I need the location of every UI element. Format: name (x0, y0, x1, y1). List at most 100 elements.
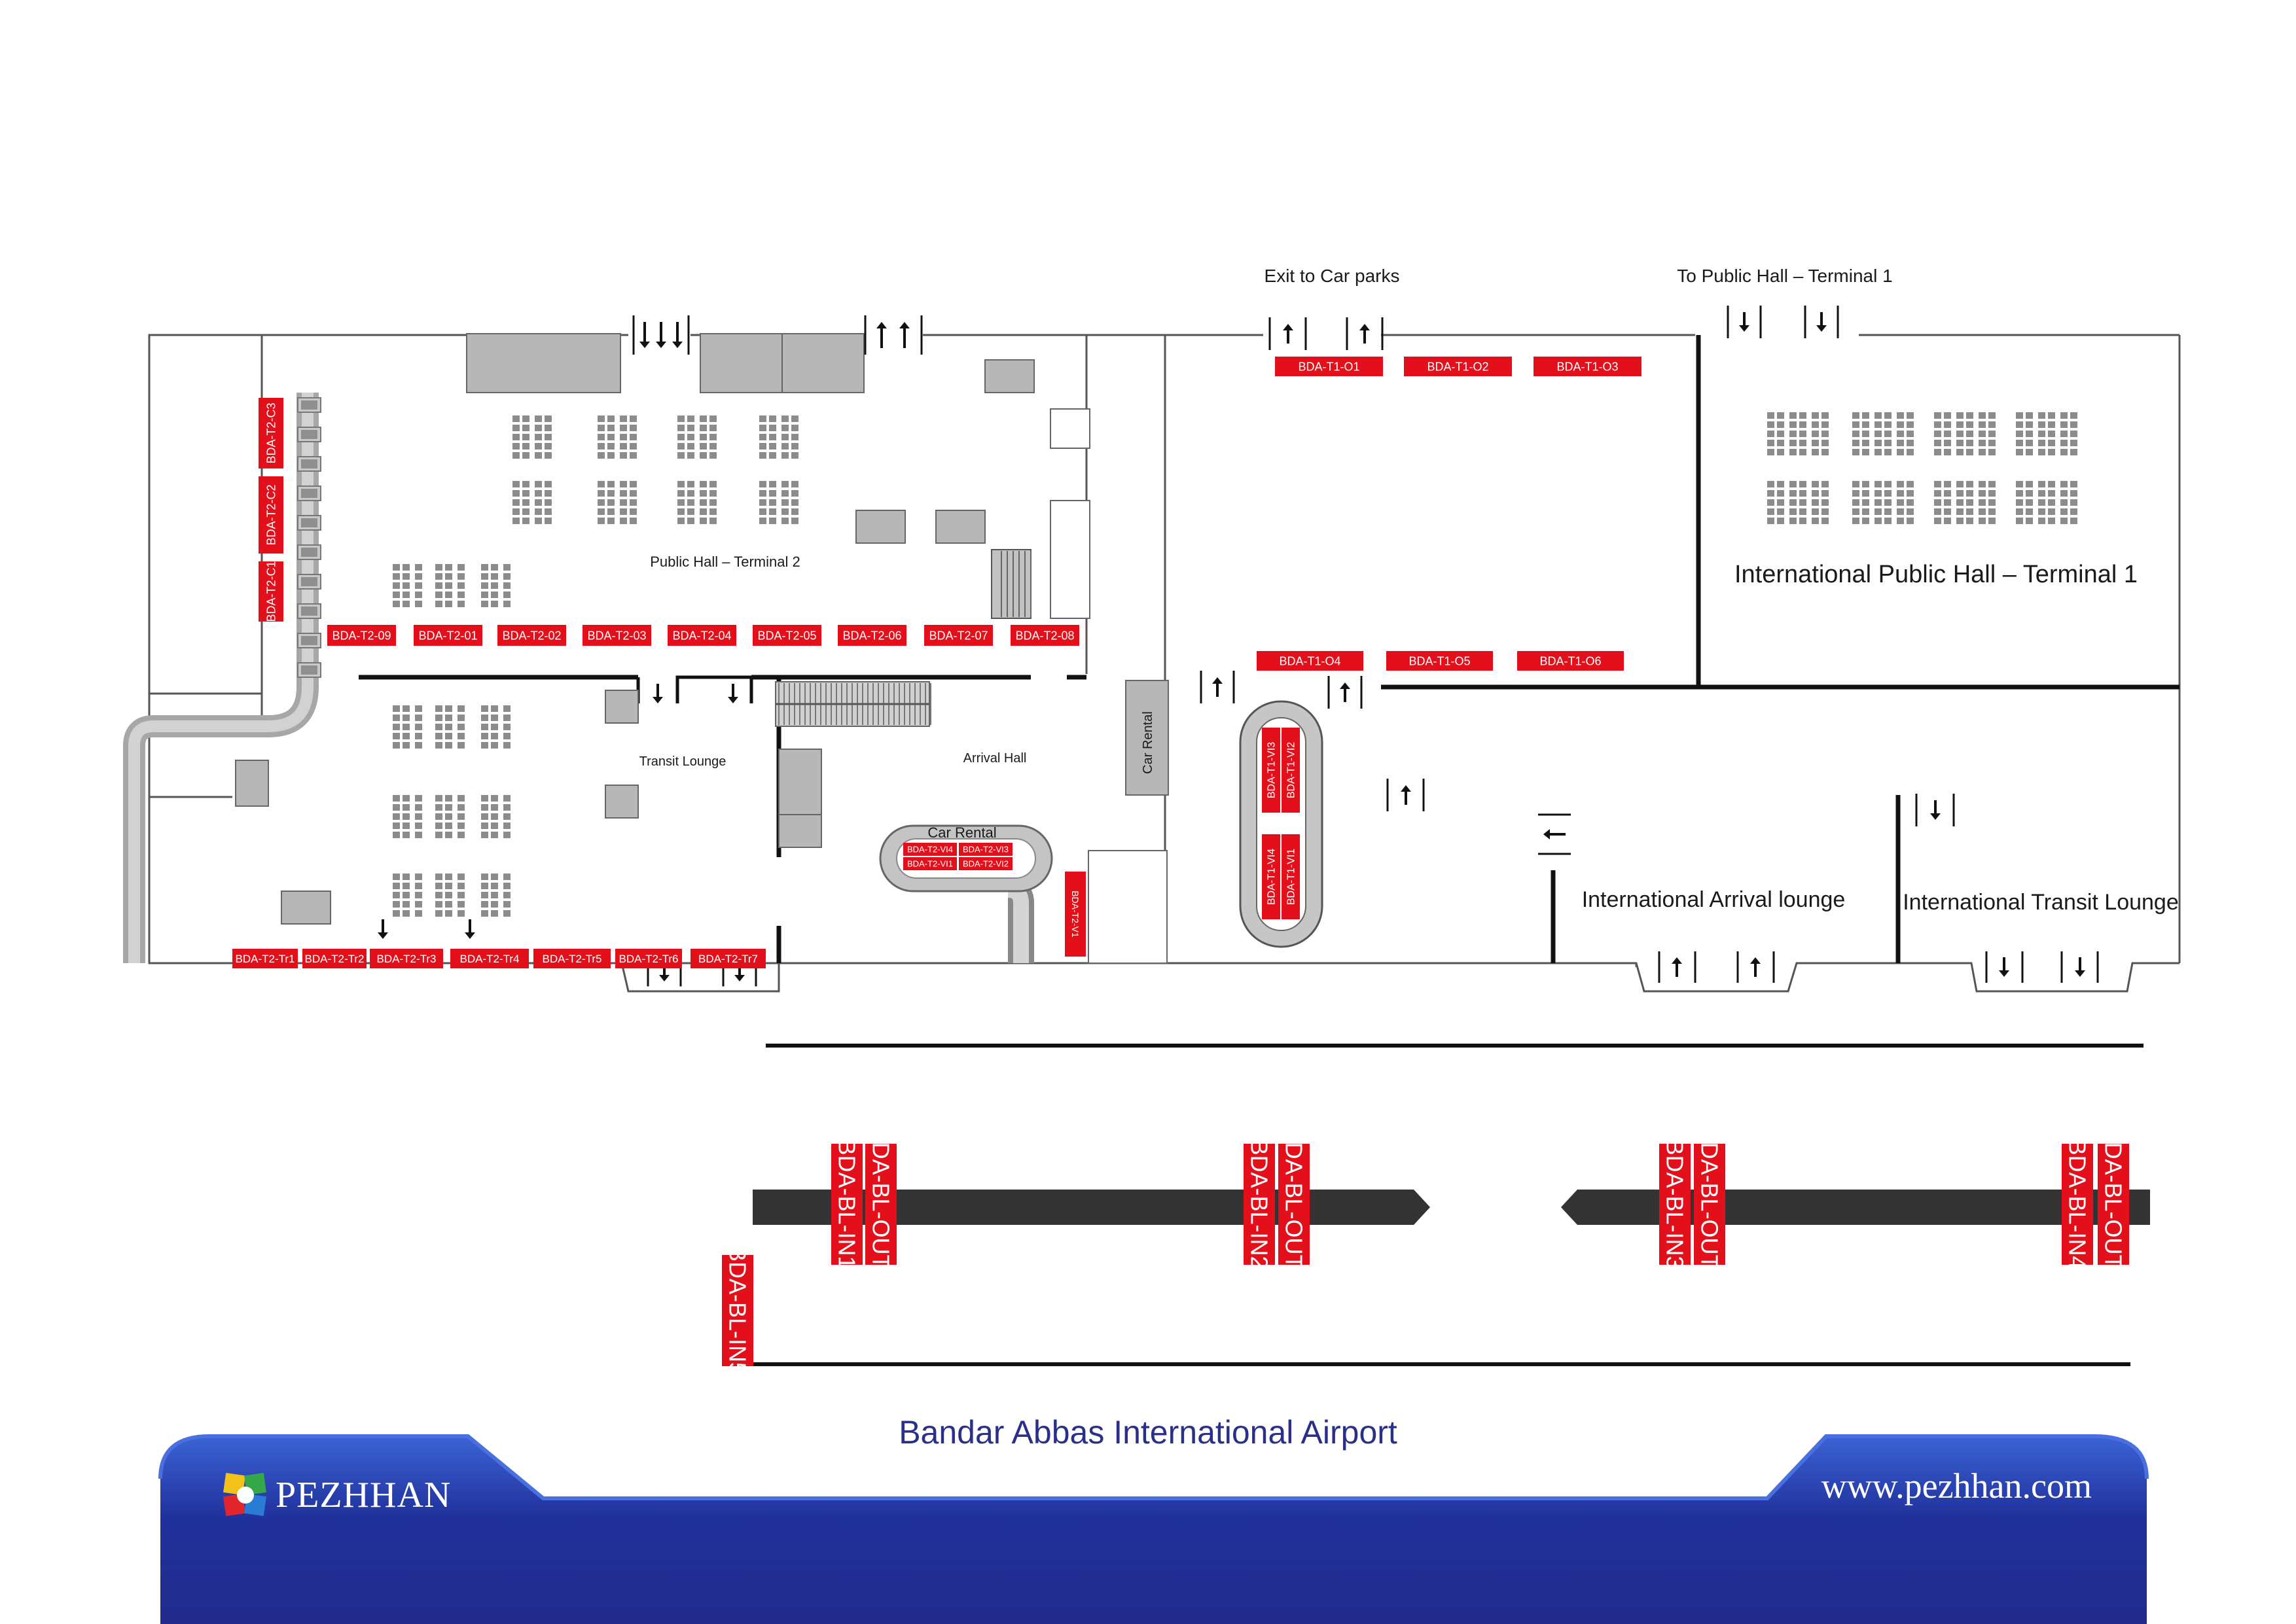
sign-bda-t2-vi2: BDA-T2-VI2 (959, 857, 1013, 870)
area-labels: Exit to Car parks To Public Hall – Termi… (639, 266, 2179, 915)
sign-bda-t2-tr2: BDA-T2-Tr2 (302, 949, 367, 968)
label-intl-public-hall-t1: International Public Hall – Terminal 1 (1734, 561, 2138, 588)
svg-text:BDA-T1-VI1: BDA-T1-VI1 (1286, 849, 1297, 905)
arrow-down-icon (639, 322, 650, 348)
arrow-up-icon (1672, 957, 1682, 977)
sign-bda-bl-out1: BDA-BL-OUT1 (2098, 1126, 2129, 1282)
seat-block (393, 705, 422, 749)
sign-bda-t2-09: BDA-T2-09 (327, 625, 396, 646)
arrow-up-icon (1283, 324, 1293, 344)
arrow-down-icon (728, 684, 738, 703)
roads (753, 1044, 2150, 1366)
sign-bda-t1-vi1: BDA-T1-VI1 (1282, 834, 1300, 919)
svg-text:BDA-T2-03: BDA-T2-03 (587, 629, 646, 642)
seat-block (677, 415, 717, 459)
seat-block (393, 874, 422, 917)
sign-bda-t2-06: BDA-T2-06 (838, 625, 906, 646)
ramp-steps (297, 397, 321, 678)
svg-text:BDA-BL-OUT1: BDA-BL-OUT1 (2100, 1126, 2126, 1282)
seat-block (759, 415, 798, 459)
svg-text:BDA-T2-V1: BDA-T2-V1 (1070, 891, 1081, 938)
sign-bda-t2-c1: BDA-T2-C1 (259, 561, 283, 622)
svg-text:BDA-T1-O1: BDA-T1-O1 (1298, 360, 1359, 373)
sign-bda-t2-vi1: BDA-T2-VI1 (903, 857, 957, 870)
svg-text:BDA-T1-VI2: BDA-T1-VI2 (1286, 742, 1297, 798)
svg-text:BDA-T2-VI4: BDA-T2-VI4 (907, 845, 953, 855)
svg-text:BDA-T2-VI3: BDA-T2-VI3 (963, 845, 1009, 855)
sign-bda-bl-in5: BDA-BL-IN5 (722, 1246, 753, 1375)
footer-brand[interactable]: PEZHHAN (219, 1466, 451, 1525)
label-exit-car-parks: Exit to Car parks (1265, 266, 1400, 286)
svg-text:BDA-T1-O3: BDA-T1-O3 (1556, 360, 1618, 373)
sign-bda-t1-o3: BDA-T1-O3 (1534, 357, 1641, 376)
footer-url[interactable]: www.pezhhan.com (1821, 1466, 2092, 1506)
seat-block (435, 795, 465, 838)
sign-bda-t1-o6: BDA-T1-O6 (1517, 651, 1624, 671)
seat-block (481, 564, 511, 607)
svg-text:BDA-BL-IN3: BDA-BL-IN3 (1661, 1139, 1688, 1269)
svg-text:BDA-BL-IN4: BDA-BL-IN4 (2064, 1139, 2090, 1269)
seat-block (1934, 481, 1996, 524)
svg-text:BDA-T2-08: BDA-T2-08 (1015, 629, 1074, 642)
sign-bda-t2-05: BDA-T2-05 (753, 625, 821, 646)
sign-bda-t2-v1: BDA-T2-V1 (1065, 872, 1086, 957)
svg-text:BDA-T2-Tr3: BDA-T2-Tr3 (377, 953, 437, 965)
svg-text:BDA-BL-OUT4: BDA-BL-OUT4 (867, 1126, 894, 1282)
footer-banner (158, 1434, 2149, 1624)
seat-block (435, 564, 465, 607)
sign-bda-bl-in4: BDA-BL-IN4 (2062, 1139, 2093, 1269)
white-rooms (1050, 408, 1168, 964)
seat-block (435, 874, 465, 917)
svg-text:BDA-T2-05: BDA-T2-05 (757, 629, 816, 642)
svg-text:BDA-T2-Tr4: BDA-T2-Tr4 (460, 953, 520, 965)
sign-bda-bl-in1: BDA-BL-IN1 (831, 1139, 863, 1269)
svg-text:BDA-T2-C2: BDA-T2-C2 (264, 484, 278, 545)
svg-text:BDA-T2-Tr2: BDA-T2-Tr2 (305, 953, 365, 965)
sign-bda-t1-vi4: BDA-T1-VI4 (1262, 834, 1280, 919)
sign-bda-t1-vi2: BDA-T1-VI2 (1282, 728, 1300, 813)
seat-block (512, 415, 552, 459)
arrow-left-icon (1543, 829, 1566, 839)
sign-bda-t1-vi3: BDA-T1-VI3 (1262, 728, 1280, 813)
svg-text:BDA-T2-04: BDA-T2-04 (672, 629, 731, 642)
sign-bda-t2-03: BDA-T2-03 (583, 625, 651, 646)
seat-block (677, 481, 717, 524)
svg-text:BDA-T1-O6: BDA-T1-O6 (1539, 654, 1601, 667)
sign-bda-t2-tr1: BDA-T2-Tr1 (232, 949, 298, 968)
arrow-down-icon (1816, 312, 1827, 332)
sign-bda-t1-o2: BDA-T1-O2 (1404, 357, 1512, 376)
svg-text:BDA-T1-O2: BDA-T1-O2 (1427, 360, 1488, 373)
seat-block (2016, 481, 2077, 524)
seat-block (598, 481, 637, 524)
svg-text:BDA-T2-C1: BDA-T2-C1 (264, 561, 278, 622)
seat-block (435, 705, 465, 749)
seat-block (1852, 481, 1914, 524)
arrow-down-icon (465, 919, 475, 939)
seat-block (481, 705, 511, 749)
arrow-up-icon (1340, 682, 1350, 702)
svg-text:BDA-T2-C3: BDA-T2-C3 (264, 402, 278, 463)
sign-bda-t2-tr5: BDA-T2-Tr5 (533, 949, 611, 968)
label-car-rental-loop: Car Rental (927, 824, 996, 841)
seat-block (481, 874, 511, 917)
arrow-up-icon (1359, 324, 1370, 344)
pezhhan-logo-icon (223, 1473, 266, 1516)
sign-bda-t2-08: BDA-T2-08 (1011, 625, 1079, 646)
sign-bda-bl-out3: BDA-BL-OUT3 (1278, 1126, 1310, 1282)
t1-car-loop (1239, 700, 1323, 948)
seat-block (759, 481, 798, 524)
svg-text:BDA-T1-O5: BDA-T1-O5 (1408, 654, 1470, 667)
svg-text:BDA-BL-IN5: BDA-BL-IN5 (724, 1246, 751, 1375)
arrow-down-icon (1930, 800, 1941, 820)
baggage-conveyor (775, 681, 931, 727)
seat-block (1767, 481, 1829, 524)
arrow-down-icon (656, 322, 666, 348)
sign-bda-t2-tr3: BDA-T2-Tr3 (370, 949, 443, 968)
sign-bda-t2-01: BDA-T2-01 (414, 625, 482, 646)
service-counters (991, 549, 1031, 619)
sign-bda-t2-tr6: BDA-T2-Tr6 (615, 949, 682, 968)
sign-bda-t2-04: BDA-T2-04 (668, 625, 736, 646)
arrow-down-icon (672, 322, 683, 348)
seat-block (1934, 412, 1996, 455)
